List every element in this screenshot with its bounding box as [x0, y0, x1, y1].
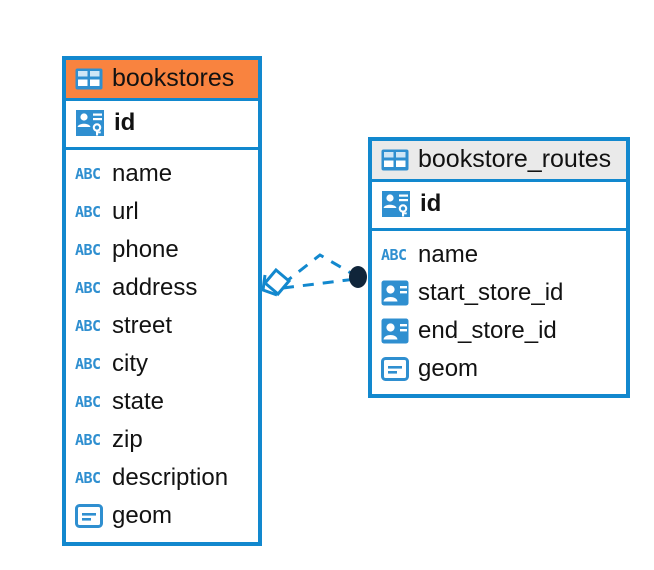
abc-text-icon: ABC — [75, 432, 101, 448]
abc-text-icon: ABC — [75, 318, 101, 334]
field-label: state — [112, 388, 165, 415]
relationship-lines — [282, 253, 357, 290]
field-row-city[interactable]: ABC city — [75, 345, 249, 383]
diamond-marker — [261, 267, 292, 297]
field-row-name[interactable]: ABC name — [75, 155, 249, 193]
entity-title: bookstores — [112, 64, 235, 92]
field-row-zip[interactable]: ABC zip — [75, 421, 249, 459]
table-icon — [75, 68, 103, 89]
svg-text:ABC: ABC — [75, 356, 101, 372]
svg-text:ABC: ABC — [75, 470, 101, 486]
entity-header-bookstores[interactable]: bookstores — [66, 60, 258, 98]
field-row-url[interactable]: ABC url — [75, 193, 249, 231]
abc-text-icon: ABC — [75, 394, 101, 410]
field-row-address[interactable]: ABC address — [75, 269, 249, 307]
field-section: ABC name start_store_id — [372, 231, 626, 394]
field-label: zip — [112, 426, 143, 453]
abc-text-icon: ABC — [75, 470, 101, 486]
field-row-start-store-id[interactable]: start_store_id — [381, 274, 617, 312]
field-row-end-store-id[interactable]: end_store_id — [381, 312, 617, 350]
field-row-description[interactable]: ABC description — [75, 459, 249, 497]
svg-text:ABC: ABC — [75, 394, 101, 410]
field-label: name — [418, 241, 479, 268]
field-label: address — [112, 274, 198, 301]
field-row-pk[interactable]: id — [381, 185, 617, 223]
svg-text:ABC: ABC — [75, 280, 101, 296]
entity-header-bookstore-routes[interactable]: bookstore_routes — [372, 141, 626, 179]
filled-circle-marker — [349, 266, 367, 288]
field-row-geom[interactable]: geom — [75, 497, 249, 535]
foreign-key-icon — [381, 318, 409, 344]
svg-text:ABC: ABC — [75, 204, 101, 220]
primary-key-icon — [76, 110, 104, 136]
abc-text-icon: ABC — [381, 247, 407, 263]
field-label: geom — [112, 502, 173, 529]
abc-text-icon: ABC — [75, 204, 101, 220]
foreign-key-icon — [381, 280, 409, 306]
field-row-geom[interactable]: geom — [381, 350, 617, 388]
field-label: geom — [418, 355, 479, 382]
primary-key-section: id — [66, 98, 258, 150]
field-label: phone — [112, 236, 179, 263]
entity-title: bookstore_routes — [418, 145, 612, 173]
field-label: id — [114, 109, 136, 136]
relationship-branch-lower — [282, 277, 357, 290]
table-icon — [381, 149, 409, 170]
primary-key-section: id — [372, 179, 626, 231]
field-row-phone[interactable]: ABC phone — [75, 231, 249, 269]
abc-text-icon: ABC — [75, 166, 101, 182]
entity-table-bookstores[interactable]: bookstores id — [62, 56, 262, 546]
field-row-state[interactable]: ABC state — [75, 383, 249, 421]
abc-text-icon: ABC — [75, 242, 101, 258]
abc-text-icon: ABC — [75, 356, 101, 372]
field-label: start_store_id — [418, 279, 564, 306]
geometry-icon — [75, 504, 103, 528]
field-label: end_store_id — [418, 317, 557, 344]
field-label: city — [112, 350, 148, 377]
entity-table-bookstore-routes[interactable]: bookstore_routes id — [368, 137, 630, 398]
svg-text:ABC: ABC — [381, 247, 407, 263]
field-row-name[interactable]: ABC name — [381, 236, 617, 274]
field-label: url — [112, 198, 139, 225]
field-label: street — [112, 312, 173, 339]
field-row-pk[interactable]: id — [75, 104, 249, 142]
field-label: description — [112, 464, 229, 491]
svg-text:ABC: ABC — [75, 242, 101, 258]
svg-text:ABC: ABC — [75, 318, 101, 334]
geometry-icon — [381, 357, 409, 381]
field-row-street[interactable]: ABC street — [75, 307, 249, 345]
svg-text:ABC: ABC — [75, 432, 101, 448]
primary-key-icon — [382, 191, 410, 217]
field-label: id — [420, 190, 442, 217]
field-section: ABC name ABC url ABC phone ABC — [66, 150, 258, 541]
svg-text:ABC: ABC — [75, 166, 101, 182]
field-label: name — [112, 160, 173, 187]
abc-text-icon: ABC — [75, 280, 101, 296]
relationship-branch-upper — [282, 253, 357, 286]
